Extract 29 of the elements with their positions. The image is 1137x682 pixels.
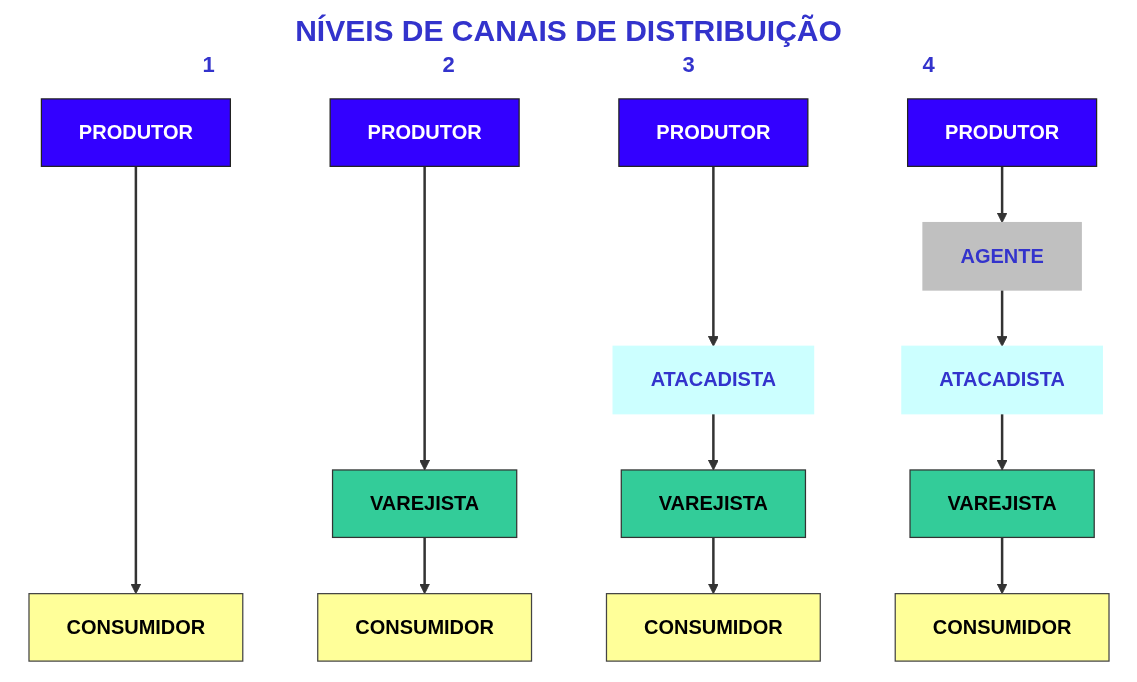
node-box: CONSUMIDOR: [605, 593, 821, 662]
arrow: [707, 413, 719, 471]
node-box: PRODUTOR: [40, 98, 231, 167]
node-box: ATACADISTA: [900, 345, 1103, 415]
arrow: [996, 413, 1008, 471]
arrow: [996, 290, 1008, 347]
column-number: 1: [202, 52, 215, 78]
arrow: [996, 537, 1008, 595]
column-number: 3: [682, 52, 695, 78]
arrow: [129, 166, 141, 595]
node-box: PRODUTOR: [617, 98, 808, 167]
column-number: 4: [922, 52, 935, 78]
node-box: ATACADISTA: [612, 345, 814, 415]
node-box: AGENTE: [921, 221, 1082, 291]
column-number: 2: [442, 52, 455, 78]
arrow: [996, 166, 1008, 224]
arrow: [418, 166, 430, 471]
node-box: VAREJISTA: [331, 469, 517, 539]
arrow: [707, 166, 719, 347]
node-box: CONSUMIDOR: [316, 593, 532, 662]
diagram-title: NÍVEIS DE CANAIS DE DISTRIBUIÇÃO: [295, 14, 842, 48]
node-box: PRODUTOR: [906, 98, 1097, 167]
node-box: VAREJISTA: [620, 469, 806, 539]
node-box: CONSUMIDOR: [27, 593, 243, 662]
node-box: PRODUTOR: [329, 98, 520, 167]
arrow: [418, 537, 430, 595]
arrow: [707, 537, 719, 595]
node-box: VAREJISTA: [908, 469, 1095, 539]
node-box: CONSUMIDOR: [894, 593, 1110, 662]
